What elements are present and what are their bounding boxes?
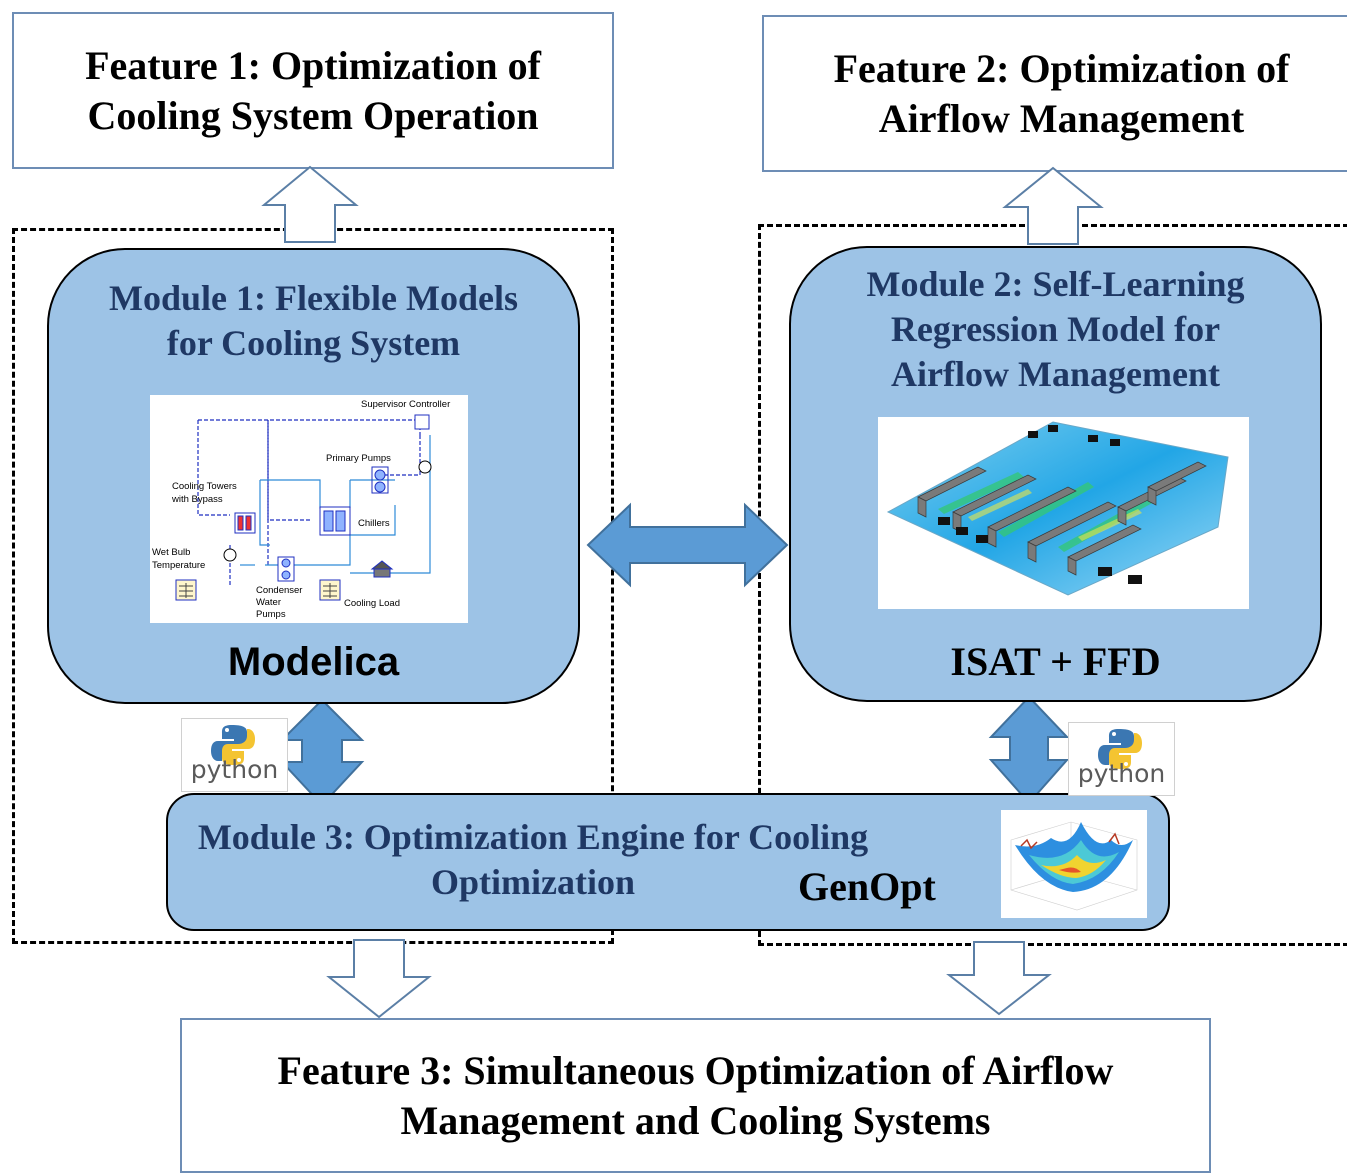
cooling-system-schematic: Supervisor Controller Primary Pumps Cool…: [150, 395, 468, 623]
feature-2-line-1: Feature 2: Optimization of: [833, 45, 1290, 91]
label-chillers: Chillers: [358, 518, 390, 529]
module-2-title-line-3: Airflow Management: [891, 354, 1220, 394]
up-arrow-feature-1: [261, 165, 359, 243]
module-3-title-line-1: Module 3: Optimization Engine for Coolin…: [197, 817, 869, 857]
feature-3-box: Feature 3: Simultaneous Optimization of …: [180, 1018, 1211, 1173]
condenser-pumps-block: [277, 556, 295, 582]
label-condenser-2: Water: [256, 597, 281, 608]
python-snake-icon: [1098, 729, 1142, 769]
airflow-cfd-image: [878, 417, 1249, 609]
label-primary-pumps: Primary Pumps: [326, 453, 391, 464]
label-towers-1: Cooling Towers: [172, 481, 237, 492]
module-2-tool: ISAT + FFD: [950, 639, 1161, 684]
feature-1-line-2: Cooling System Operation: [87, 92, 539, 138]
python-logo-text-right: python: [1077, 759, 1166, 788]
primary-pumps-block: [371, 466, 389, 494]
feature-3-line-1: Feature 3: Simultaneous Optimization of …: [277, 1047, 1114, 1093]
label-condenser-3: Pumps: [256, 609, 286, 620]
chillers-block: [319, 506, 351, 536]
module-3-title: Module 3: Optimization Engine for Coolin…: [168, 815, 898, 905]
label-supervisor: Supervisor Controller: [361, 399, 450, 410]
label-wetbulb-2: Temperature: [152, 560, 205, 571]
python-snake-icon: [211, 725, 255, 765]
label-load: Cooling Load: [344, 598, 400, 609]
python-logo-left: python: [181, 718, 288, 792]
feature-1-box: Feature 1: Optimization of Cooling Syste…: [12, 12, 614, 169]
feature-1-line-1: Feature 1: Optimization of: [85, 42, 541, 88]
down-arrow-right: [946, 941, 1052, 1016]
load-block: [319, 560, 394, 601]
wet-bulb-block: [175, 579, 197, 601]
double-arrow-left-vertical: [279, 698, 365, 807]
down-arrow-left: [326, 939, 432, 1019]
module-1-tool: Modelica: [227, 640, 400, 684]
label-condenser-1: Condenser: [256, 585, 302, 596]
supervisor-controller-block: [414, 414, 430, 430]
label-towers-2: with Bypass: [171, 494, 223, 505]
module-2-title-line-2: Regression Model for: [890, 309, 1221, 349]
python-logo-right: python: [1068, 722, 1175, 796]
module-1-title-line-2: for Cooling System: [166, 323, 461, 363]
module-3-title-line-2: Optimization: [431, 862, 635, 902]
sensor-icon-2: [223, 548, 237, 562]
feature-2-line-2: Airflow Management: [878, 95, 1245, 141]
python-logo-text-left: python: [190, 755, 279, 784]
module-1-title-line-1: Module 1: Flexible Models: [109, 278, 518, 318]
cooling-towers-block: [234, 512, 256, 534]
sensor-icon-1: [418, 460, 432, 474]
up-arrow-feature-2: [1002, 166, 1104, 245]
double-arrow-horizontal: [586, 502, 789, 588]
module-3-tool: GenOpt: [798, 864, 936, 909]
feature-3-line-2: Management and Cooling Systems: [400, 1097, 991, 1143]
genopt-surface-image: [1001, 810, 1147, 918]
double-arrow-right-vertical: [988, 695, 1070, 805]
label-wetbulb-1: Wet Bulb: [152, 547, 190, 558]
module-2-title-line-1: Module 2: Self-Learning: [866, 264, 1245, 304]
